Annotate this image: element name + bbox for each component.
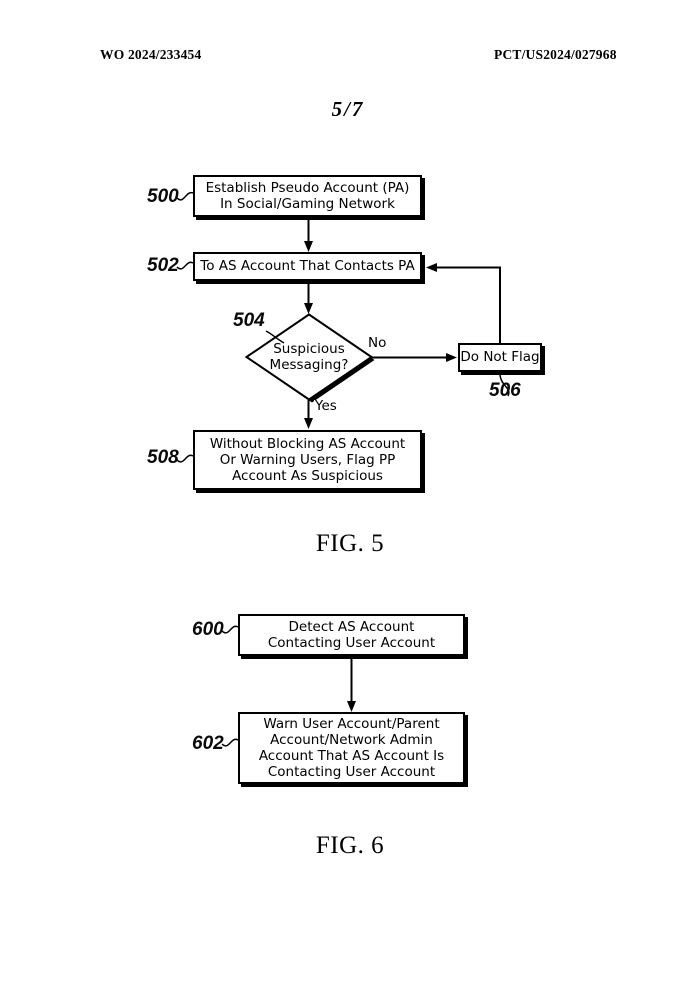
- application-number: PCT/US2024/027968: [494, 47, 617, 62]
- arrowhead-left-icon: [426, 263, 437, 272]
- step-do-not-flag: Do Not Flag: [458, 343, 542, 372]
- leader-500: [176, 191, 194, 201]
- arrowhead-down-icon: [304, 418, 313, 429]
- step-establish-pseudo-account: Establish Pseudo Account (PA) In Social/…: [193, 175, 422, 217]
- arrowhead-right-icon: [446, 353, 457, 362]
- reference-number-600: 600: [192, 619, 224, 640]
- branch-label-yes: Yes: [314, 398, 338, 414]
- leader-502: [176, 261, 194, 270]
- leader-602: [221, 738, 239, 747]
- connector-500-to-502: [304, 217, 313, 252]
- reference-number-508: 508: [147, 447, 179, 468]
- decision-suspicious-messaging-label: Suspicious Messaging?: [269, 340, 349, 373]
- leader-600: [221, 625, 239, 634]
- reference-number-602: 602: [192, 733, 224, 754]
- arrowhead-down-icon: [347, 701, 356, 712]
- step-detect-as-account: Detect AS Account Contacting User Accoun…: [238, 614, 465, 656]
- decision-diamond-504: [244, 313, 375, 403]
- reference-number-506: 506: [489, 380, 521, 401]
- connector-504-no-to-506: [371, 353, 457, 362]
- branch-label-no: No: [367, 335, 388, 351]
- reference-leader-lines: [176, 191, 510, 747]
- connector-502-to-504: [304, 281, 313, 314]
- step-to-as-account: To AS Account That Contacts PA: [193, 252, 422, 281]
- leader-504: [265, 330, 285, 344]
- leader-508: [176, 454, 194, 463]
- publication-number: WO 2024/233454: [100, 47, 202, 62]
- arrowhead-down-icon: [304, 241, 313, 252]
- connector-506-to-502: [426, 263, 501, 343]
- reference-number-502: 502: [147, 255, 179, 276]
- step-flag-pp-account: Without Blocking AS Account Or Warning U…: [193, 430, 422, 490]
- reference-number-504: 504: [233, 310, 265, 331]
- leader-506: [499, 374, 510, 397]
- fig6-caption: FIG. 6: [315, 832, 385, 859]
- connector-600-to-602: [347, 656, 356, 712]
- connector-504-yes-to-508: [304, 399, 313, 429]
- arrowhead-down-icon: [304, 303, 313, 314]
- step-warn-user-account: Warn User Account/Parent Account/Network…: [238, 712, 465, 784]
- sheet-index: 5/7: [331, 97, 365, 121]
- fig5-caption: FIG. 5: [315, 530, 385, 557]
- reference-number-500: 500: [147, 186, 179, 207]
